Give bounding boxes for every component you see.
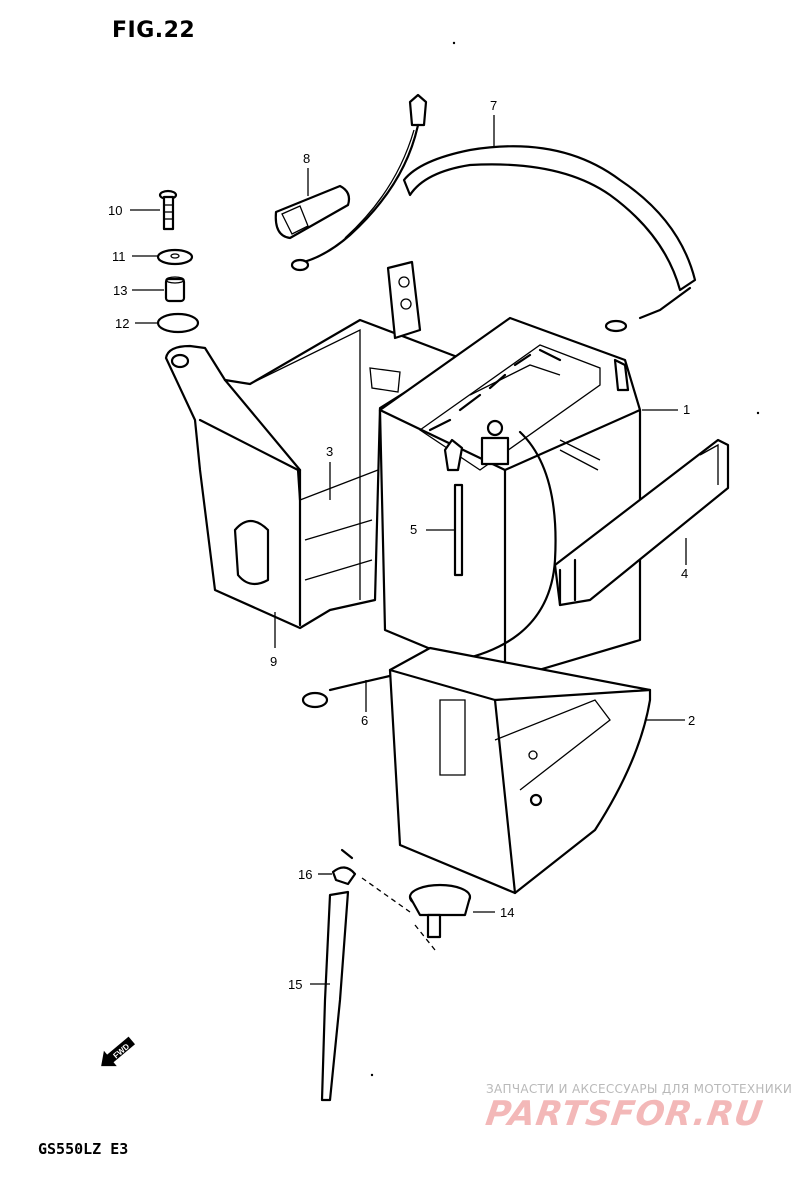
- collar-part: [164, 276, 186, 303]
- model-code: GS550LZ E3: [38, 1140, 129, 1158]
- callout-5: 5: [410, 522, 417, 537]
- bolt-part: [158, 189, 178, 231]
- callout-9: 9: [270, 654, 277, 669]
- callout-3: 3: [326, 444, 333, 459]
- callout-8: 8: [303, 151, 310, 166]
- battery-bracket-part: [164, 260, 462, 630]
- figure-title: FIG.22: [112, 18, 196, 43]
- battery-strap-part: [553, 438, 730, 607]
- leader-lines: [130, 115, 687, 985]
- callout-13: 13: [113, 283, 127, 298]
- watermark-caption: ЗАПЧАСТИ И АКСЕССУАРЫ ДЛЯ МОТОТЕХНИКИ: [486, 1082, 793, 1096]
- callouts: 1 2 3 4 5 6 7 8 9 10 11 12 13 14 15 16: [108, 98, 695, 992]
- watermark-brand: PARTSFOR.RU: [483, 1094, 766, 1134]
- callout-14: 14: [500, 905, 514, 920]
- callout-6: 6: [361, 713, 368, 728]
- callout-1: 1: [683, 402, 690, 417]
- battery-cable-part: [290, 93, 697, 333]
- breather-hose-part: [320, 890, 350, 1102]
- callout-7: 7: [490, 98, 497, 113]
- callout-2: 2: [688, 713, 695, 728]
- callout-10: 10: [108, 203, 122, 218]
- forward-arrow-icon: FWD: [101, 1036, 136, 1067]
- callout-16: 16: [298, 867, 312, 882]
- callout-15: 15: [288, 977, 302, 992]
- terminal-cap-part: [274, 184, 351, 240]
- callout-11: 11: [112, 249, 126, 264]
- vent-cap-part: [408, 883, 472, 939]
- callout-4: 4: [681, 566, 688, 581]
- callout-12: 12: [115, 316, 129, 331]
- grommet-part: [156, 312, 200, 334]
- battery-case-part: [388, 646, 652, 895]
- washer-part: [156, 248, 194, 266]
- hose-clip-part: [331, 848, 357, 886]
